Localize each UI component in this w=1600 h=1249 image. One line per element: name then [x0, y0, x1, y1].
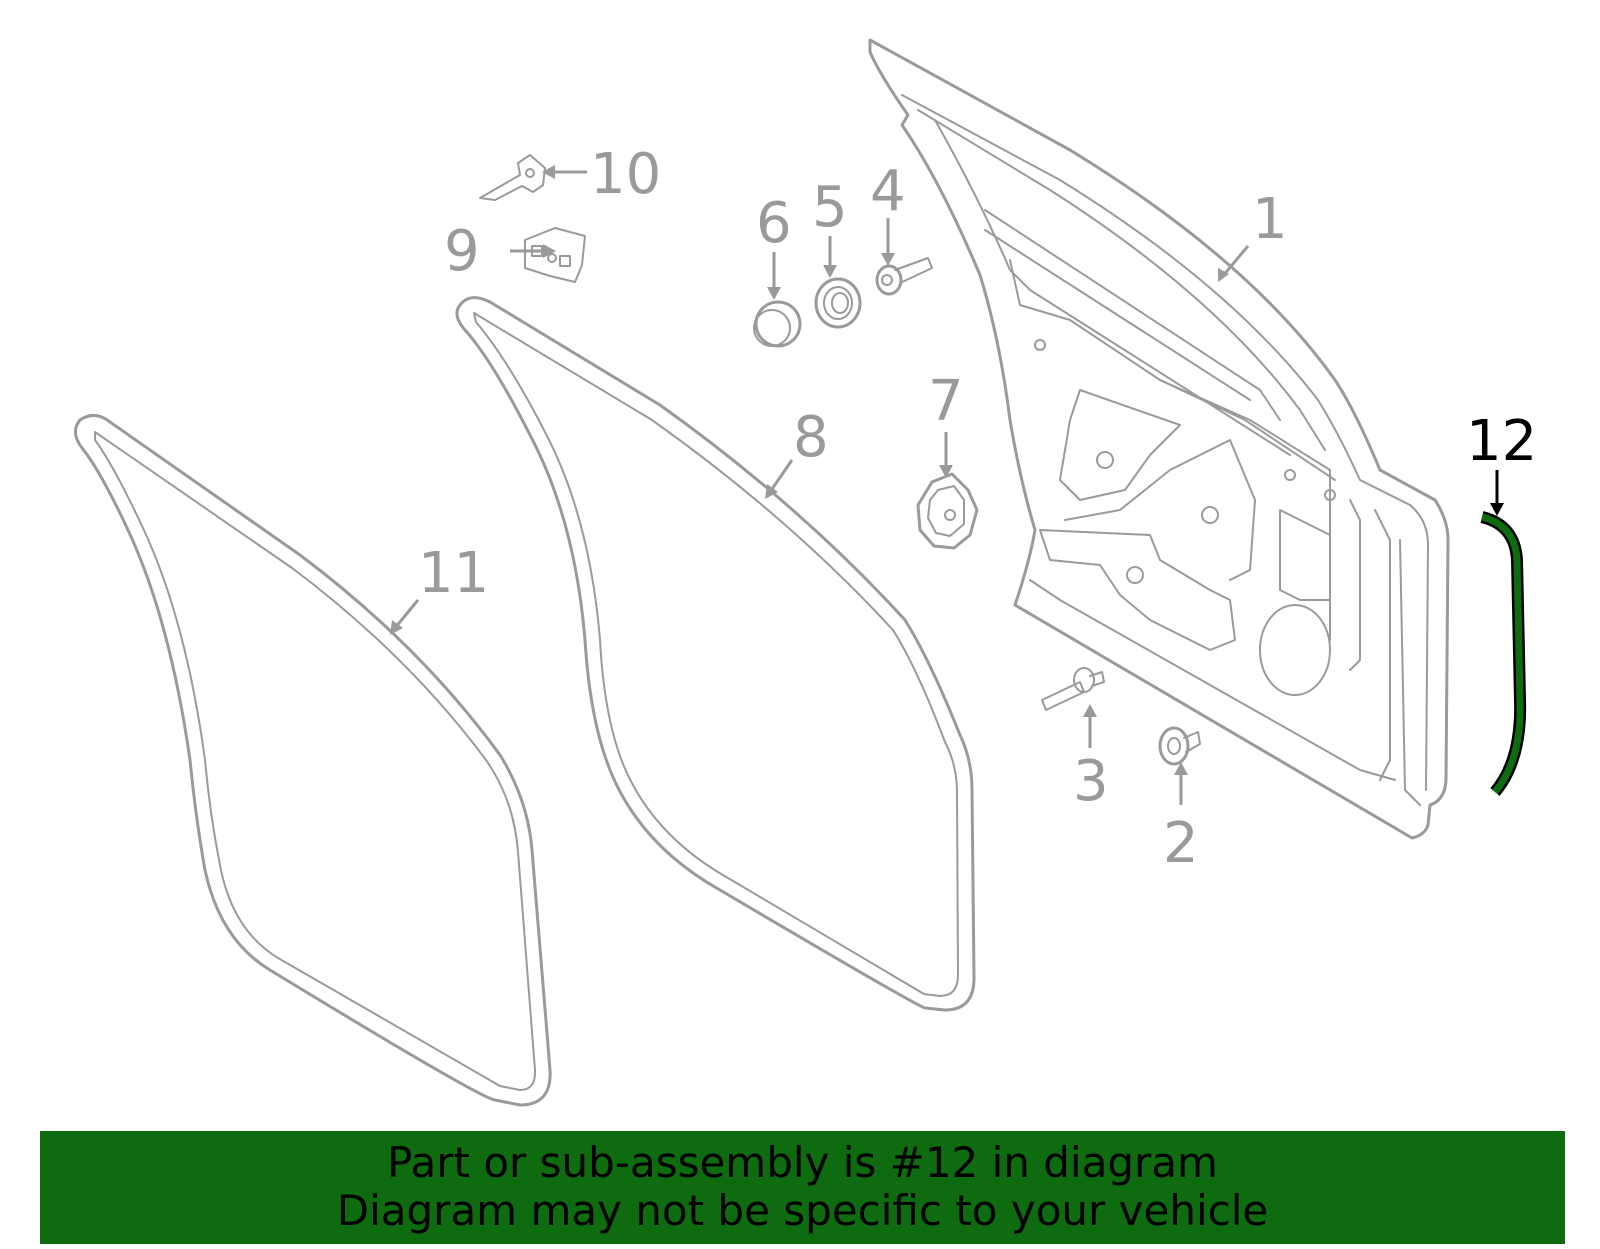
part-6-plug: [753, 300, 802, 348]
callout-12-highlighted: 12: [1466, 409, 1537, 474]
part-3-stud: [1041, 667, 1105, 711]
part-12-seal-highlighted-fill: [1481, 513, 1524, 795]
banner-line-2: Diagram may not be specific to your vehi…: [336, 1186, 1269, 1235]
info-banner: Part or sub-assembly is #12 in diagram D…: [40, 1131, 1565, 1244]
banner-line-1: Part or sub-assembly is #12 in diagram: [387, 1138, 1218, 1187]
callout-9: 9: [444, 219, 480, 284]
callout-2: 2: [1163, 811, 1199, 876]
callout-3: 3: [1073, 749, 1109, 814]
part-8-weatherstrip-inner: [455, 296, 976, 1012]
callout-8: 8: [793, 405, 829, 470]
callout-6: 6: [756, 191, 792, 256]
part-4-bolt: [875, 257, 933, 296]
part-2-clip: [1158, 726, 1201, 766]
part-10-key: [479, 154, 546, 201]
part-9-bracket: [524, 227, 586, 283]
callout-1: 1: [1252, 187, 1288, 252]
part-7-grommet: [916, 472, 979, 550]
callout-7: 7: [928, 369, 964, 434]
part-5-grommet: [814, 277, 862, 329]
callout-5: 5: [812, 175, 848, 240]
callout-11: 11: [418, 541, 489, 606]
callout-10: 10: [590, 142, 661, 207]
callout-leaders: [390, 165, 1504, 805]
callout-4: 4: [870, 159, 906, 224]
part-1-door-shell: [868, 38, 1450, 840]
part-11-weatherstrip-outer: [74, 414, 552, 1107]
